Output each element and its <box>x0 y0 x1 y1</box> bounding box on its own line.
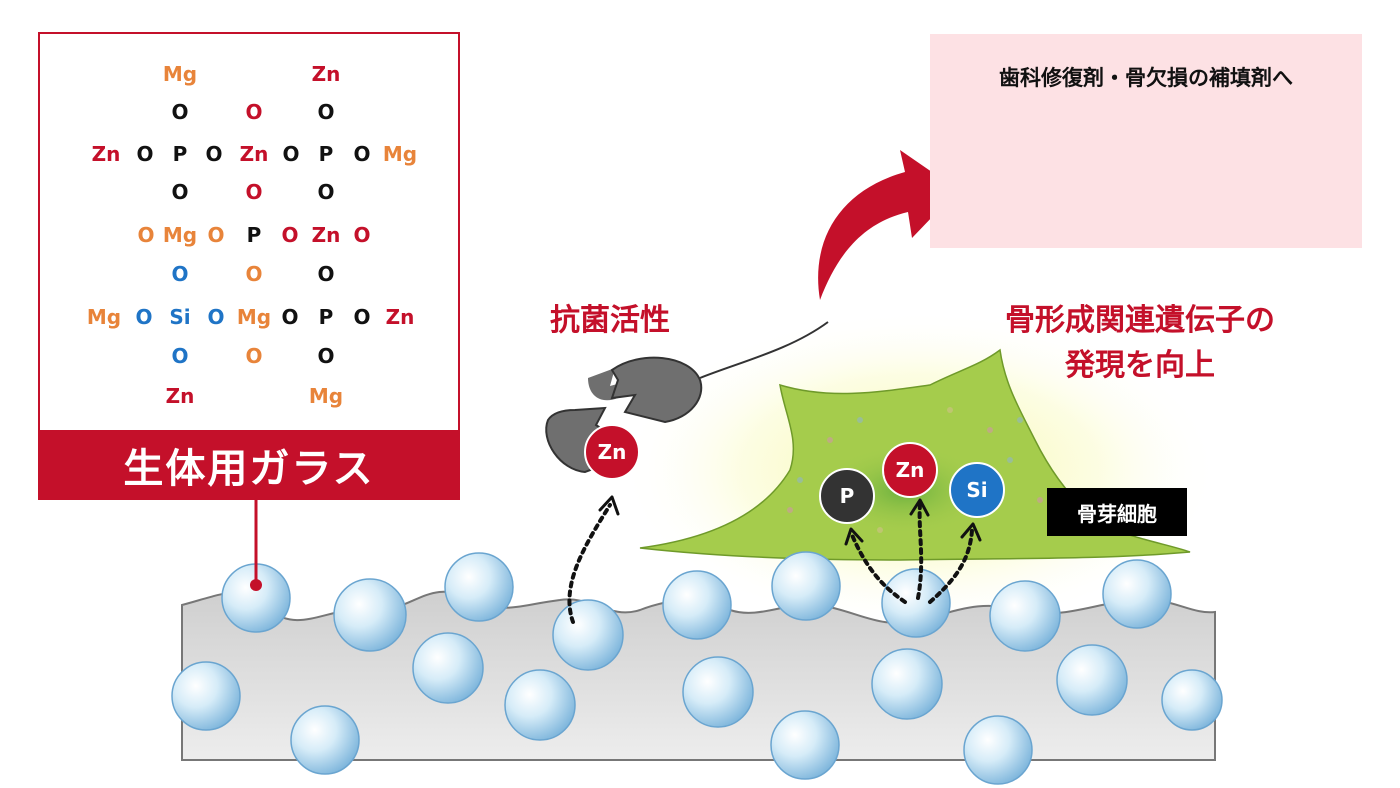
atom: O <box>171 262 189 286</box>
glass-title: 生体用ガラス <box>38 430 460 500</box>
atom: O <box>205 142 223 166</box>
atom: Mg <box>162 223 198 247</box>
atom: Zn <box>385 305 415 329</box>
atom: O <box>281 223 299 247</box>
atom: O <box>317 180 335 204</box>
atom: O <box>282 142 300 166</box>
atom: O <box>245 262 263 286</box>
atom: O <box>317 100 335 124</box>
atom: Mg <box>86 305 122 329</box>
cell-granules <box>787 407 1043 533</box>
osteoblast-tag: 骨芽細胞 <box>1047 488 1187 536</box>
atom: O <box>281 305 299 329</box>
atom: O <box>171 100 189 124</box>
panel-title: 歯科修復剤・骨欠損の補填剤へ <box>999 66 1293 90</box>
atom: O <box>171 344 189 368</box>
atom: Zn <box>311 223 341 247</box>
p-ion: P <box>819 468 875 524</box>
zn-ion: Zn <box>882 442 938 498</box>
glass-beads <box>171 551 1223 785</box>
atom: O <box>136 142 154 166</box>
atom: O <box>317 262 335 286</box>
atom: O <box>135 305 153 329</box>
atom: P <box>318 305 334 329</box>
glass-structure-box: Mg Zn O O O Zn O P O Zn O P O Mg O O O O… <box>38 32 460 498</box>
atom: O <box>171 180 189 204</box>
atom: O <box>353 223 371 247</box>
atom: P <box>318 142 334 166</box>
glass-connector-dot <box>250 579 262 591</box>
direction-arrow <box>818 150 958 300</box>
atom: Si <box>169 305 191 329</box>
atom: O <box>317 344 335 368</box>
atom: O <box>245 344 263 368</box>
application-panel: 歯科修復剤・骨欠損の補填剤へ <box>930 34 1362 248</box>
antibacterial-label: 抗菌活性 <box>550 303 670 338</box>
release-arrows <box>567 503 974 624</box>
atom: Zn <box>239 142 269 166</box>
atom: O <box>207 223 225 247</box>
atom: P <box>172 142 188 166</box>
atom: Zn <box>311 62 341 86</box>
zn-ion-antibacterial: Zn <box>584 424 640 480</box>
atom: Mg <box>236 305 272 329</box>
release-arrowheads <box>598 495 982 546</box>
atom: O <box>353 142 371 166</box>
atom: O <box>207 305 225 329</box>
atom: Mg <box>162 62 198 86</box>
gene-heading-line1: 骨形成関連遺伝子の <box>1005 303 1275 338</box>
gene-heading-line2: 発現を向上 <box>1065 348 1215 383</box>
atom: P <box>246 223 262 247</box>
atom: Zn <box>91 142 121 166</box>
si-ion: Si <box>949 462 1005 518</box>
atom: O <box>353 305 371 329</box>
atom: O <box>245 100 263 124</box>
atom: Mg <box>308 384 344 408</box>
atom: O <box>245 180 263 204</box>
atom: O <box>137 223 155 247</box>
gene-expression-heading: 骨形成関連遺伝子の 発現を向上 <box>960 298 1320 388</box>
atom: Mg <box>382 142 418 166</box>
atom: Zn <box>165 384 195 408</box>
